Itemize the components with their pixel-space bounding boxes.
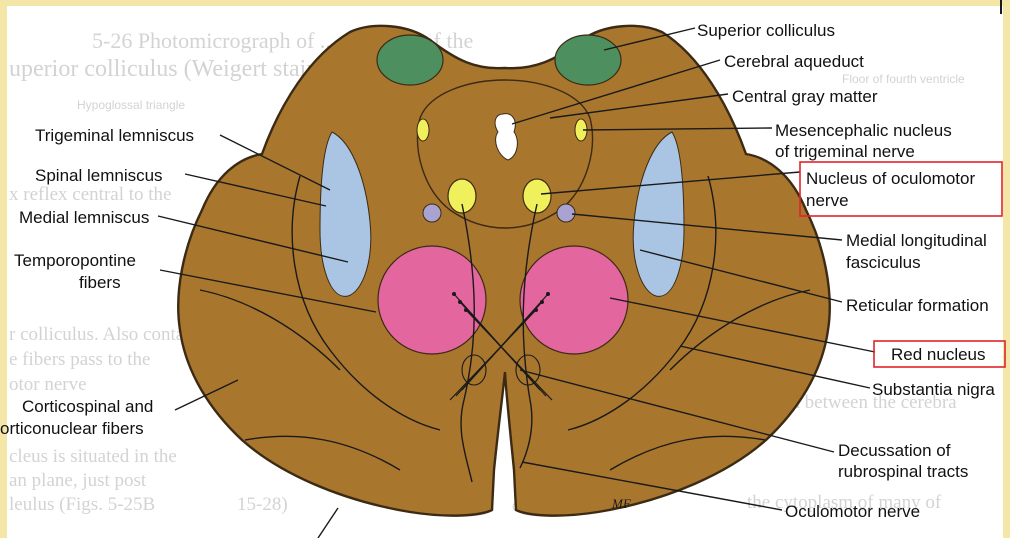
label-mlf-2: fasciculus — [846, 253, 921, 272]
superior-colliculus-right — [555, 35, 621, 85]
oculomotor-nucleus-left — [448, 179, 476, 213]
mlf-left — [423, 204, 441, 222]
label-substantia-nigra: Substantia nigra — [872, 380, 995, 399]
scan-edge-line — [1000, 0, 1002, 14]
label-oculomotor-nucleus-2: nerve — [806, 191, 849, 210]
label-cerebral-aqueduct: Cerebral aqueduct — [724, 52, 864, 71]
mesencephalic-nucleus-left — [417, 119, 429, 141]
label-mesencephalic-nucleus-1: Mesencephalic nucleus — [775, 121, 952, 140]
label-temporopontine-1: Temporopontine — [14, 251, 136, 270]
red-nucleus-left — [378, 246, 486, 354]
label-corticospinal-1: Corticospinal and — [22, 397, 153, 416]
red-nucleus-right — [520, 246, 628, 354]
superior-colliculus-left — [377, 35, 443, 85]
label-trigeminal-lemniscus: Trigeminal lemniscus — [35, 126, 194, 145]
label-decussation-2: rubrospinal tracts — [838, 462, 968, 481]
label-decussation-1: Decussation of — [838, 441, 951, 460]
mlf-right — [557, 204, 575, 222]
label-reticular-formation: Reticular formation — [846, 296, 989, 315]
artist-initials: MF — [611, 496, 632, 511]
label-temporopontine-2: fibers — [79, 273, 121, 292]
label-oculomotor-nerve: Oculomotor nerve — [785, 502, 920, 521]
label-central-gray-matter: Central gray matter — [732, 87, 878, 106]
label-spinal-lemniscus: Spinal lemniscus — [35, 166, 163, 185]
label-red-nucleus: Red nucleus — [891, 345, 986, 364]
label-medial-lemniscus: Medial lemniscus — [19, 208, 149, 227]
label-mesencephalic-nucleus-2: of trigeminal nerve — [775, 142, 915, 161]
label-corticospinal-2: orticonuclear fibers — [0, 419, 144, 438]
label-superior-colliculus: Superior colliculus — [697, 21, 835, 40]
label-oculomotor-nucleus-1: Nucleus of oculomotor — [806, 169, 975, 188]
oculomotor-nucleus-right — [523, 179, 551, 213]
label-mlf-1: Medial longitudinal — [846, 231, 987, 250]
